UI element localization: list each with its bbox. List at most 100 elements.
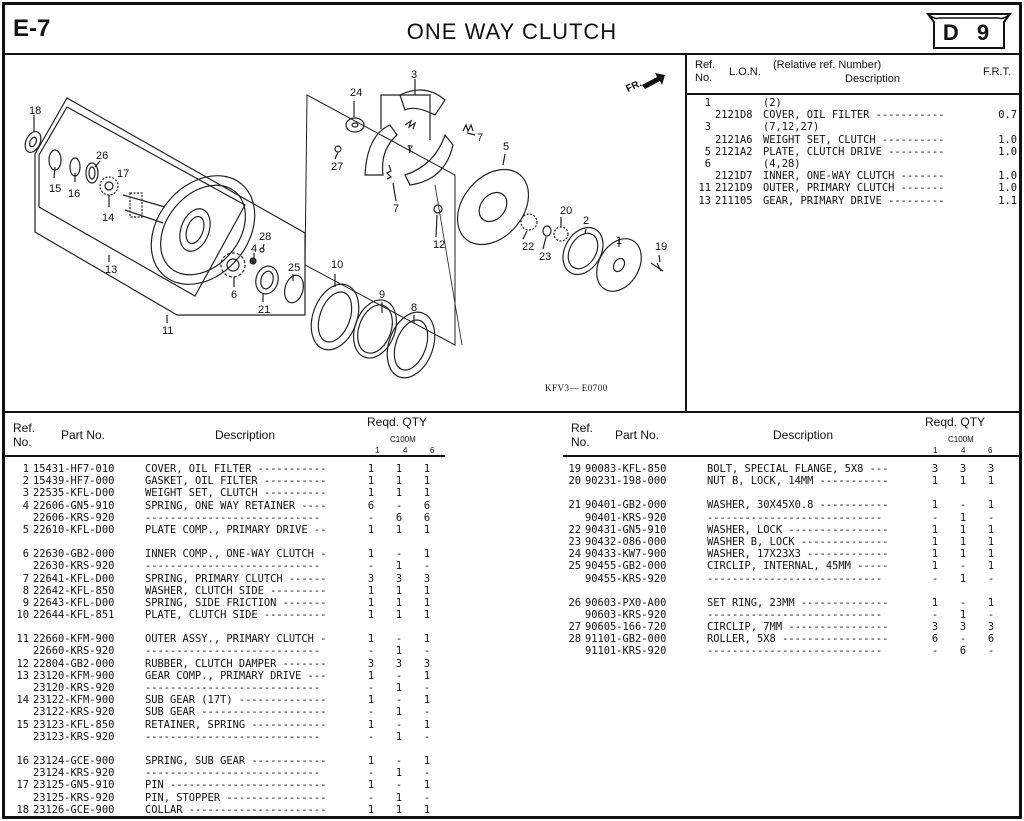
parts-table-right: Ref. No. Part No. Description Reqd. QTY … [563,413,1019,658]
ref-number: 4 [22,499,29,512]
table-row: 90401-KRS-920---------------------------… [563,512,1019,524]
ref-number: 23 [568,535,581,548]
qty-col-6: 6 [423,499,431,512]
frt-lon-header: L.O.N. [729,66,761,78]
part-description: SPRING, SUB GEAR ------------ [145,754,327,767]
page-badge: D 9 [925,10,1013,52]
part-number: 90603-KRS-920 [585,608,667,621]
part-description: PLATE, CLUTCH SIDE ---------- [145,609,327,622]
part-description: PLATE COMP., PRIMARY DRIVE -- [145,523,327,536]
part-description: RUBBER, CLUTCH DAMPER ------- [145,657,327,670]
qty-col-1: 6 [367,499,375,512]
ref-number [5,512,29,524]
callout-number: 1 [616,235,623,247]
qty-col-6: - [423,767,431,780]
ref-number: 8 [22,584,29,597]
qty-col-4: - [395,694,403,707]
qty-col-4: - [959,633,967,646]
qty-col-4: 1 [395,523,403,536]
qty-col-6: 1 [423,754,431,767]
frt-row: 1(2) [691,97,1017,109]
table-row: 22606-KRS-920---------------------------… [5,512,445,524]
callout-number: 14 [102,212,115,224]
qty-col-6: 1 [987,475,995,488]
part-number: 90603-PX0-A00 [585,596,667,609]
qty-col-1: 6 [931,633,939,646]
callout-number: 20 [560,205,573,217]
qty-col-1: - [931,511,939,524]
qty-col-6: 1 [423,596,431,609]
ref-number: 14 [16,694,29,707]
qty-col-4: 1 [395,487,403,500]
badge-text: D 9 [942,20,996,45]
qty-col-1: 1 [367,548,375,561]
qty-col-1: 1 [367,487,375,500]
qty-col-4: 1 [959,523,967,536]
model-header: C100M [948,435,974,444]
frt-lon: 211105 [715,194,753,207]
qty-col-1: 1 [367,669,375,682]
qty-col-1: - [367,682,375,694]
frt-value: 1.1 [998,194,1017,207]
ref-number: 13 [16,669,29,682]
qty-col-6: - [423,730,431,743]
part-description: WASHER, 17X23X3 ------------- [707,548,889,561]
qty-col-6: - [423,560,431,573]
qty-col-4: 1 [395,767,403,780]
part-number: 22660-KRS-920 [33,645,115,658]
frt-value [977,158,1017,170]
part-number: 23124-GCE-900 [33,754,115,767]
ref-number: 10 [16,609,29,622]
frt-ref [691,170,711,182]
qty-col-1: - [367,730,375,743]
qty-col-4: - [395,669,403,682]
frt-lon: 2121D9 [715,182,753,195]
qty-col-4: 6 [395,511,403,524]
part-description: GEAR COMP., PRIMARY DRIVE --- [145,669,327,682]
exploded-view-illustration [24,73,665,379]
frt-value [977,97,1017,109]
part-description: ---------------------------- [707,572,883,585]
part-description: ---------------------------- [145,767,321,780]
ref-number: 18 [16,803,29,816]
ref-number: 28 [568,633,581,646]
qty-col-6: 1 [987,523,995,536]
qty-col-6: 6 [423,511,431,524]
ref-header: Ref. [13,421,36,435]
qty-col-6: 1 [423,803,431,816]
qty-col-1: - [931,572,939,585]
frt-description: GEAR, PRIMARY DRIVE --------- [763,194,945,207]
part-number: 23123-KRS-920 [33,730,115,743]
part-number: 15431-HF7-010 [33,463,115,475]
ref-number [563,573,581,585]
frt-value: 1.0 [998,170,1017,183]
frt-ref [691,134,711,146]
frt-ref: 11 [698,182,711,195]
ref-number [5,645,29,657]
part-description: ---------------------------- [145,645,321,658]
qty-col-6: 1 [423,718,431,731]
frt-lon: 2121D7 [715,170,753,183]
qty-col-6: 1 [987,560,995,573]
part-description: WASHER B, LOCK -------------- [707,535,889,548]
callout-number: 24 [350,87,363,99]
frt-value: 1.0 [998,145,1017,158]
ref-number [563,609,581,621]
frt-no-header: No. [695,72,713,84]
parts-table-header: Ref. No. Part No. Description Reqd. QTY … [563,413,1019,457]
qty-col-6: 1 [423,669,431,682]
reqd-qty-header: Reqd. QTY [925,415,986,429]
part-description: SUB GEAR (17T) -------------- [145,694,327,707]
ref-number: 21 [568,499,581,512]
